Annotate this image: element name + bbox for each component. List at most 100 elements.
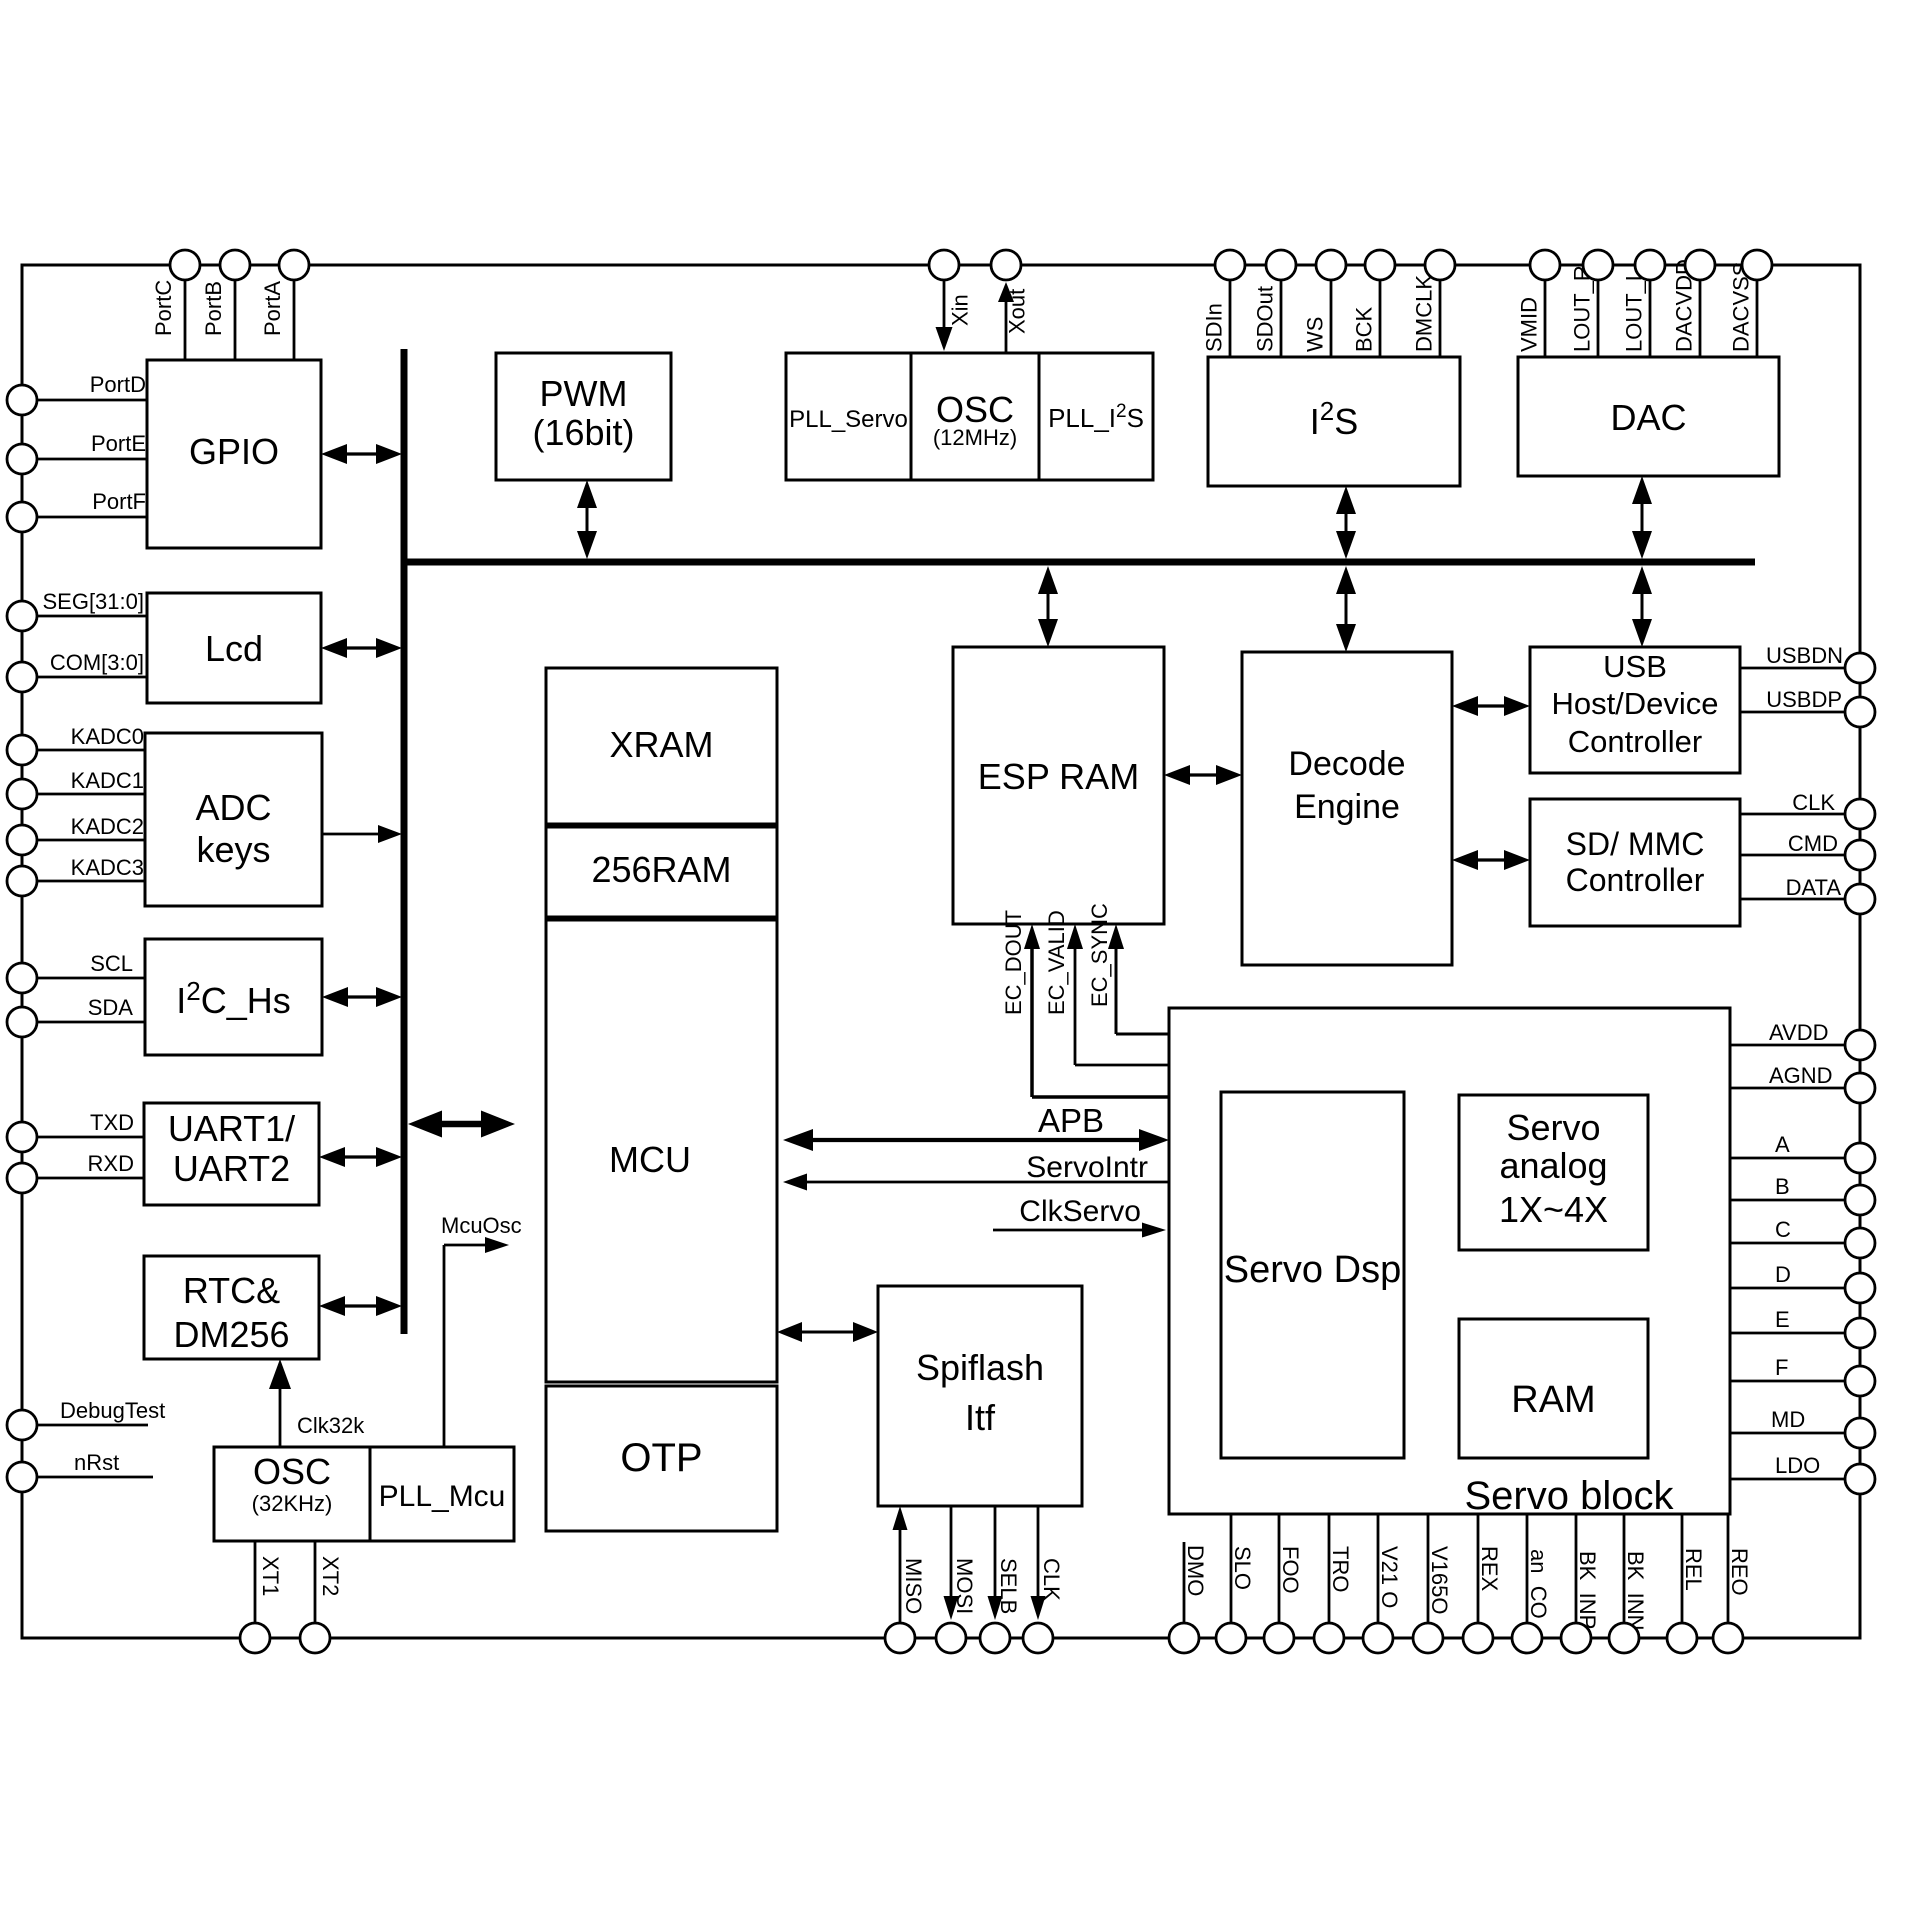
svg-text:OSC: OSC bbox=[253, 1451, 331, 1492]
svg-text:CLK: CLK bbox=[1792, 790, 1835, 815]
svg-text:USBDN: USBDN bbox=[1766, 643, 1843, 668]
svg-text:LOUT_L: LOUT_L bbox=[1622, 269, 1647, 352]
svg-text:PLL_Servo: PLL_Servo bbox=[789, 406, 908, 433]
svg-text:DMCLK: DMCLK bbox=[1412, 275, 1437, 352]
svg-text:A: A bbox=[1775, 1132, 1790, 1157]
svg-text:USB: USB bbox=[1603, 649, 1667, 684]
svg-text:COM[3:0]: COM[3:0] bbox=[50, 650, 144, 675]
svg-text:EC_VALID: EC_VALID bbox=[1044, 910, 1069, 1015]
svg-text:KADC3: KADC3 bbox=[71, 855, 144, 880]
svg-text:DebugTest: DebugTest bbox=[60, 1398, 165, 1423]
svg-text:SELB: SELB bbox=[996, 1558, 1021, 1614]
svg-text:XT1: XT1 bbox=[258, 1556, 283, 1596]
svg-text:DATA: DATA bbox=[1786, 875, 1842, 900]
svg-text:PortC: PortC bbox=[151, 280, 176, 336]
svg-text:ClkServo: ClkServo bbox=[1019, 1195, 1141, 1228]
svg-text:PLL_Mcu: PLL_Mcu bbox=[379, 1480, 506, 1513]
svg-text:UART1/: UART1/ bbox=[168, 1108, 295, 1149]
svg-text:Controller: Controller bbox=[1568, 724, 1702, 759]
svg-text:SEG[31:0]: SEG[31:0] bbox=[42, 589, 144, 614]
svg-text:DM256: DM256 bbox=[173, 1314, 289, 1355]
svg-text:USBDP: USBDP bbox=[1766, 687, 1842, 712]
svg-text:Servo block: Servo block bbox=[1465, 1474, 1675, 1518]
svg-text:PortD: PortD bbox=[90, 372, 146, 397]
svg-text:(12MHz): (12MHz) bbox=[933, 425, 1017, 450]
svg-text:B: B bbox=[1775, 1174, 1790, 1199]
svg-text:EC_DOUT: EC_DOUT bbox=[1001, 910, 1026, 1015]
svg-text:Decode: Decode bbox=[1288, 745, 1405, 783]
svg-text:AGND: AGND bbox=[1769, 1063, 1833, 1088]
svg-text:an_CO: an_CO bbox=[1526, 1549, 1551, 1619]
svg-text:AVDD: AVDD bbox=[1769, 1020, 1829, 1045]
svg-text:SDA: SDA bbox=[88, 995, 134, 1020]
svg-text:(16bit): (16bit) bbox=[532, 412, 634, 453]
svg-text:V21 O: V21 O bbox=[1377, 1546, 1402, 1608]
svg-text:V165O: V165O bbox=[1427, 1546, 1452, 1615]
svg-text:KADC2: KADC2 bbox=[71, 814, 144, 839]
svg-text:Host/Device: Host/Device bbox=[1551, 686, 1718, 721]
svg-text:SD/ MMC: SD/ MMC bbox=[1566, 826, 1705, 862]
svg-text:CLK: CLK bbox=[1039, 1558, 1064, 1601]
svg-text:APB: APB bbox=[1038, 1102, 1104, 1139]
svg-text:XT2: XT2 bbox=[318, 1556, 343, 1596]
svg-text:OSC: OSC bbox=[936, 389, 1014, 430]
svg-text:REX: REX bbox=[1477, 1546, 1502, 1592]
svg-text:(32KHz): (32KHz) bbox=[252, 1491, 333, 1516]
svg-text:keys: keys bbox=[196, 829, 270, 870]
svg-text:VMID: VMID bbox=[1517, 297, 1542, 352]
svg-text:Xout: Xout bbox=[1005, 289, 1030, 334]
svg-text:REO: REO bbox=[1727, 1548, 1752, 1596]
svg-text:KADC0: KADC0 bbox=[71, 724, 144, 749]
svg-text:EC_SYNC: EC_SYNC bbox=[1087, 903, 1112, 1007]
svg-text:DAC: DAC bbox=[1610, 397, 1686, 438]
svg-text:LDO: LDO bbox=[1775, 1453, 1820, 1478]
svg-text:SDOut: SDOut bbox=[1253, 286, 1278, 352]
svg-text:SCL: SCL bbox=[90, 951, 133, 976]
svg-text:GPIO: GPIO bbox=[189, 431, 279, 472]
svg-text:BK_INN: BK_INN bbox=[1623, 1551, 1648, 1630]
svg-text:I2S: I2S bbox=[1310, 396, 1359, 442]
svg-text:Itf: Itf bbox=[965, 1397, 996, 1438]
svg-text:1X~4X: 1X~4X bbox=[1499, 1189, 1608, 1230]
svg-text:Servo Dsp: Servo Dsp bbox=[1224, 1249, 1401, 1291]
svg-text:TXD: TXD bbox=[90, 1110, 134, 1135]
svg-text:OTP: OTP bbox=[620, 1436, 702, 1480]
svg-text:DMO: DMO bbox=[1183, 1545, 1208, 1596]
svg-text:XRAM: XRAM bbox=[609, 724, 713, 765]
svg-text:PWM: PWM bbox=[540, 373, 628, 414]
svg-text:Controller: Controller bbox=[1566, 862, 1705, 898]
svg-text:ESP RAM: ESP RAM bbox=[978, 756, 1139, 797]
svg-text:RXD: RXD bbox=[88, 1151, 134, 1176]
svg-text:D: D bbox=[1775, 1262, 1791, 1287]
svg-text:C: C bbox=[1775, 1217, 1791, 1242]
svg-text:MISO: MISO bbox=[901, 1558, 926, 1614]
svg-text:PortA: PortA bbox=[260, 281, 285, 336]
svg-text:WS: WS bbox=[1303, 317, 1328, 352]
svg-text:RAM: RAM bbox=[1511, 1379, 1595, 1421]
svg-text:analog: analog bbox=[1499, 1145, 1607, 1186]
svg-text:REL: REL bbox=[1681, 1548, 1706, 1591]
svg-text:TRO: TRO bbox=[1328, 1546, 1353, 1592]
svg-text:UART2: UART2 bbox=[173, 1148, 290, 1189]
svg-text:FOO: FOO bbox=[1278, 1546, 1303, 1594]
svg-text:MCU: MCU bbox=[609, 1139, 691, 1180]
svg-text:MOSI: MOSI bbox=[952, 1558, 977, 1614]
svg-text:ADC: ADC bbox=[195, 787, 271, 828]
svg-text:CMD: CMD bbox=[1788, 831, 1838, 856]
svg-text:McuOsc: McuOsc bbox=[441, 1213, 522, 1238]
svg-text:BK_INP: BK_INP bbox=[1575, 1551, 1600, 1629]
svg-text:PortB: PortB bbox=[201, 281, 226, 336]
svg-text:Lcd: Lcd bbox=[205, 628, 263, 669]
svg-text:Xin: Xin bbox=[948, 294, 973, 326]
svg-text:BCK: BCK bbox=[1352, 306, 1377, 352]
svg-text:Spiflash: Spiflash bbox=[916, 1347, 1044, 1388]
svg-text:MD: MD bbox=[1771, 1407, 1805, 1432]
svg-text:Clk32k: Clk32k bbox=[297, 1413, 365, 1438]
svg-text:RTC&: RTC& bbox=[183, 1270, 280, 1311]
svg-text:PortF: PortF bbox=[92, 489, 146, 514]
svg-text:SDIn: SDIn bbox=[1202, 303, 1227, 352]
svg-text:ServoIntr: ServoIntr bbox=[1026, 1151, 1148, 1184]
svg-text:PLL_I2S: PLL_I2S bbox=[1048, 401, 1144, 433]
svg-text:nRst: nRst bbox=[74, 1450, 119, 1475]
svg-text:PortE: PortE bbox=[91, 431, 146, 456]
